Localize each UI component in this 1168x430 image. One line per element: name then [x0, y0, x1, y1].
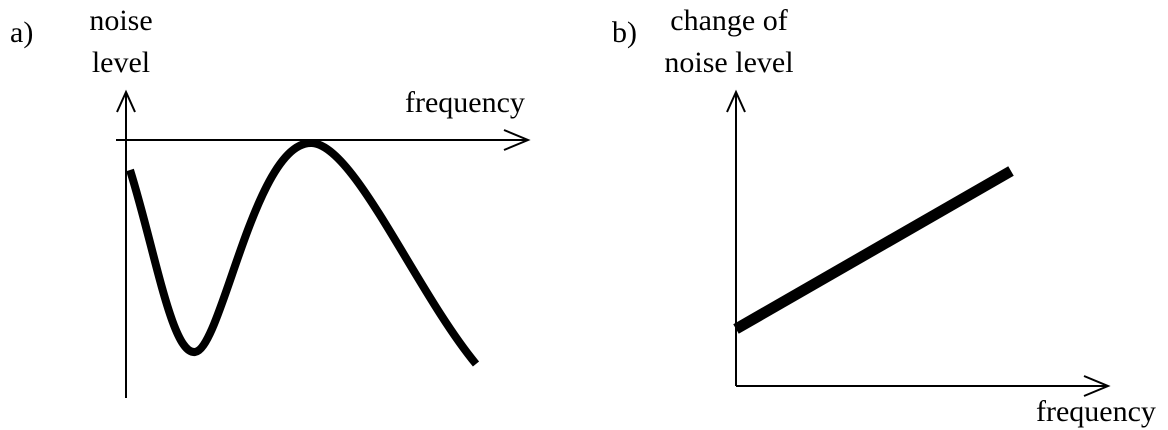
panel-b: b) change of noise level frequency [612, 4, 1156, 428]
panel-a-y-axis-arrowhead [116, 89, 136, 113]
panel-a-tag: a) [10, 16, 33, 49]
panel-b-x-label: frequency [1036, 395, 1156, 428]
panel-a-x-label: frequency [405, 86, 525, 119]
panel-b-y-label-line-2: noise level [664, 46, 793, 79]
panel-b-x-axis-arrowhead [1083, 375, 1111, 397]
panel-b-trend-line [733, 166, 1014, 334]
panel-b-tag: b) [612, 16, 637, 49]
panel-a-x-axis-arrowhead [503, 129, 531, 151]
panel-b-y-label-line-1: change of [670, 4, 787, 37]
panel-a: a) noise level frequency [10, 4, 531, 398]
panel-b-y-axis-arrowhead [726, 89, 746, 113]
panel-a-noise-curve [126, 138, 480, 367]
panel-a-y-label-line-2: level [92, 46, 150, 79]
panel-a-y-label-line-1: noise [89, 4, 152, 37]
